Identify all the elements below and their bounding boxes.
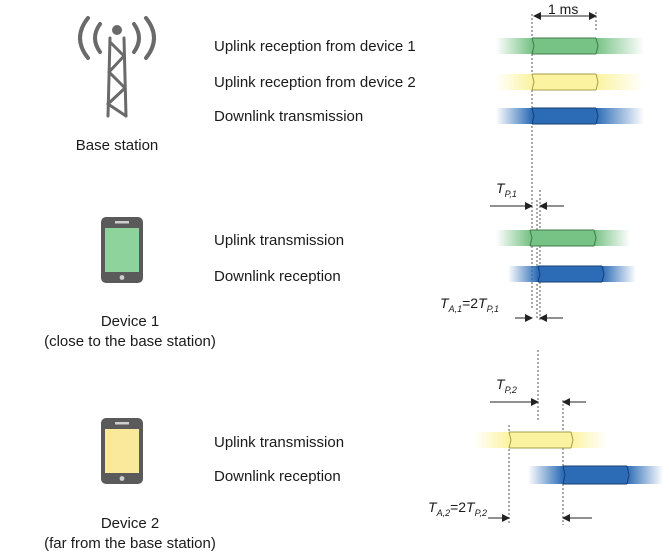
device2-phone-icon (101, 418, 143, 484)
tp2-label: TP,2 (496, 376, 517, 395)
base-station-caption: Base station (75, 137, 159, 154)
d1-uplink-bar (496, 229, 630, 247)
base-station-icon (78, 16, 156, 118)
bs-uplink-dev2-label: Uplink reception from device 2 (214, 74, 416, 91)
bs-downlink-label: Downlink transmission (214, 108, 364, 125)
timing-reference-lines (508, 12, 597, 525)
tp1-label: TP,1 (496, 180, 517, 199)
device2-name: Device 2 (100, 515, 160, 532)
d1-downlink-bar (508, 265, 636, 283)
d2-uplink-label: Uplink transmission (214, 434, 345, 451)
device2-note: (far from the base station) (44, 535, 216, 552)
d2-downlink-label: Downlink reception (214, 468, 341, 485)
d2-downlink-bar (528, 465, 663, 485)
device1-phone-icon (101, 217, 143, 283)
bs-downlink-bar (496, 107, 644, 125)
bs-uplink-dev1-label: Uplink reception from device 1 (214, 38, 416, 55)
device1-name: Device 1 (100, 313, 160, 330)
d1-downlink-label: Downlink reception (214, 268, 341, 285)
d2-uplink-bar (474, 431, 607, 449)
subframe-duration-label: 1 ms (548, 1, 579, 17)
bs-uplink-dev1-bar (496, 37, 644, 55)
ta1-label: TA,1=2TP,1 (440, 295, 499, 314)
device1-note: (close to the base station) (44, 333, 216, 350)
bs-uplink-dev2-bar (496, 73, 644, 91)
d1-uplink-label: Uplink transmission (214, 232, 345, 249)
ta2-label: TA,2=2TP,2 (428, 499, 487, 518)
